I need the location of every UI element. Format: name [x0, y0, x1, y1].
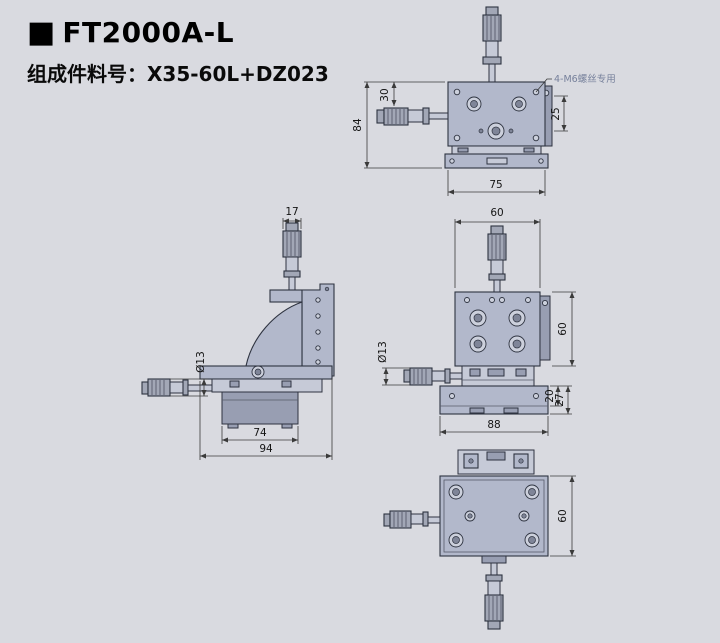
dim-main-step-height: 20	[544, 385, 572, 407]
dim-label-60-bottom: 60	[557, 509, 569, 522]
base-side	[221, 391, 299, 429]
top-edge-holes	[464, 297, 531, 303]
dim-front-side: 25	[550, 95, 568, 132]
view-front-top: 84 30 25 75 4-M6螺丝专用	[352, 6, 616, 196]
dim-main-knob-dia: Ø13	[377, 341, 410, 386]
carriage-bottom-view	[457, 449, 535, 475]
m6-annotation: 4-M6螺丝专用	[535, 73, 616, 93]
dim-label-17: 17	[285, 206, 298, 218]
plate-hole-column	[315, 297, 321, 365]
dim-label-25: 25	[550, 107, 562, 120]
title-square-icon: ■	[27, 14, 56, 50]
z-micrometer-front	[482, 6, 502, 83]
dim-front-top-height: 30	[379, 82, 397, 106]
dim-front-width: 75	[447, 170, 546, 196]
dim-main-base-width: 88	[439, 416, 549, 436]
page-title: FT2000A-L	[62, 16, 235, 49]
carriage-side	[211, 378, 323, 393]
dim-side-base-width: 74	[221, 426, 299, 444]
dim-front-total-height: 84	[352, 81, 445, 169]
counterbore-holes-front	[466, 96, 527, 140]
dim-label-75: 75	[489, 179, 502, 191]
dim-bottom-plate-height: 60	[550, 475, 576, 557]
dim-label-84: 84	[352, 118, 364, 132]
z-micrometer-main	[487, 225, 507, 293]
x-micrometer-front	[376, 107, 449, 126]
dim-label-74: 74	[253, 427, 267, 439]
base-front	[444, 153, 549, 169]
carriage-main	[461, 365, 535, 387]
carriage-front	[451, 145, 542, 155]
dim-label-88: 88	[487, 419, 500, 431]
dim-main-base-height: 27	[550, 386, 572, 415]
dim-side-knob-dia: Ø13	[170, 351, 208, 397]
dim-label-30: 30	[379, 88, 391, 101]
stage-body-main	[454, 291, 541, 367]
dim-label-27: 27	[554, 393, 566, 406]
counterbore-holes-main	[469, 309, 526, 353]
dim-label-60-right: 60	[557, 322, 569, 335]
dim-label-60-top: 60	[490, 207, 503, 219]
part-number-subtitle: 组成件料号：X35-60L+DZ023	[27, 62, 329, 86]
dim-label-dia13-side: Ø13	[195, 351, 207, 373]
dim-side-total-width: 94	[199, 378, 333, 460]
x-micrometer-side	[141, 378, 213, 397]
dim-main-body-height: 60	[552, 291, 576, 367]
view-bottom: 60	[383, 449, 576, 630]
dim-label-dia13-main: Ø13	[377, 341, 389, 363]
dim-label-94: 94	[259, 443, 273, 455]
dim-side-block-width: 17	[282, 206, 302, 229]
y-micrometer-bottom	[481, 555, 507, 630]
side-strip-main	[539, 295, 551, 361]
x-micrometer-main	[403, 367, 463, 386]
dim-label-20: 20	[544, 389, 556, 402]
platform-side	[199, 365, 333, 380]
m6-annotation-label: 4-M6螺丝专用	[554, 73, 616, 85]
view-front-main: 60	[377, 207, 576, 436]
bracket-web	[245, 301, 303, 367]
dim-main-top-width: 60	[454, 207, 541, 288]
title-row: ■ FT2000A-L	[27, 16, 329, 49]
base-main	[439, 385, 549, 415]
drawing-header: ■ FT2000A-L 组成件料号：X35-60L+DZ023	[27, 16, 329, 87]
z-micrometer-side	[282, 222, 302, 293]
view-side-left: 17	[141, 206, 335, 460]
x-micrometer-bottom-view	[383, 510, 441, 529]
base-plate-bottom	[439, 475, 549, 557]
